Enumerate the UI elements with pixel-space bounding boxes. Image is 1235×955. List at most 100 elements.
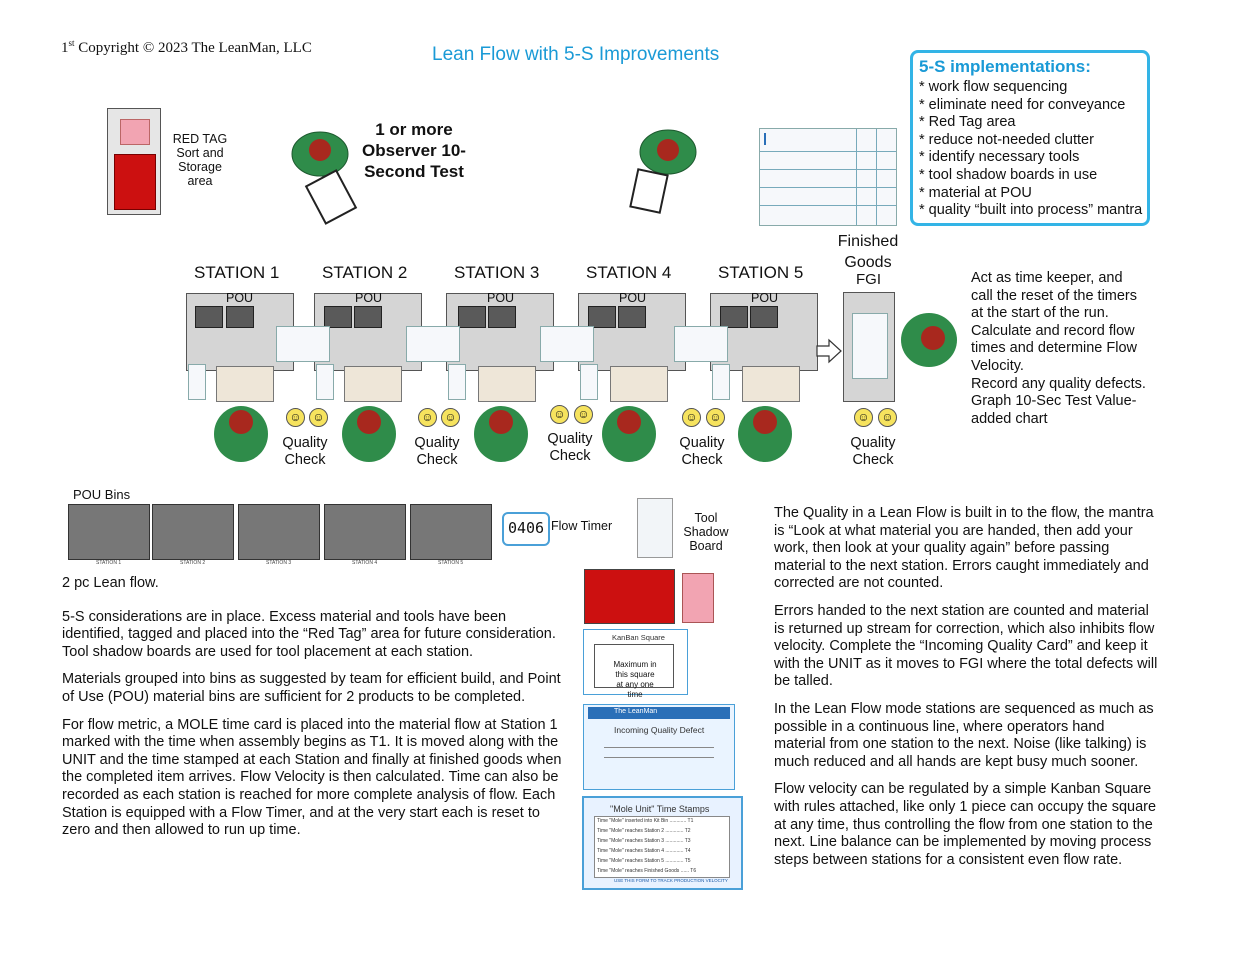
- operator-icon: [214, 406, 268, 462]
- mole-row: Time "Mole" reaches Station 2 ..........…: [597, 828, 691, 834]
- station-4-label: STATION 4: [586, 263, 672, 282]
- bin-caption: STATION 2: [180, 560, 206, 566]
- left-description: 2 pc Lean flow. 5-S considerations are i…: [62, 575, 562, 850]
- copyright-notice: 1st Copyright © 2023 The LeanMan, LLC: [61, 38, 312, 57]
- mole-card-icon: [540, 326, 594, 362]
- kanban-title: KanBan Square: [612, 633, 665, 642]
- work-tray-icon: [216, 366, 274, 402]
- left-paragraph: 2 pc Lean flow.: [62, 575, 159, 591]
- bin-caption: STATION 5: [438, 560, 464, 566]
- work-tray-icon: [742, 366, 800, 402]
- operator-icon: [474, 406, 528, 462]
- pou-bin-icon: [618, 306, 646, 328]
- smiley-face-icon: ☺: [878, 408, 897, 427]
- station-5-pou: POU: [751, 291, 779, 305]
- pou-bin-icon: [226, 306, 254, 328]
- bin-caption: STATION 3: [266, 560, 292, 566]
- pou-bin-icon: [750, 306, 778, 328]
- smiley-face-icon: ☺: [286, 408, 305, 427]
- bin-caption: STATION 1: [96, 560, 122, 566]
- quality-check-label: Quality Check: [414, 435, 460, 468]
- pou-bin-icon: [195, 306, 223, 328]
- work-tray-icon: [344, 366, 402, 402]
- red-tag-square: [584, 569, 675, 624]
- shadow-board-icon: [448, 364, 466, 400]
- pou-bin-photo: [324, 504, 406, 560]
- station-2-label: STATION 2: [322, 263, 408, 282]
- fives-item: * identify necessary tools: [919, 149, 1080, 166]
- mole-card-footer: USE THIS FORM TO TRACK PRODUCTION VELOCI…: [614, 878, 728, 883]
- tool-shadow-board-icon: [637, 498, 673, 558]
- kanban-square-card: KanBan Square Maximum in this square at …: [583, 629, 688, 699]
- red-tag-card-icon: [682, 573, 714, 623]
- flow-arrow-icon: [816, 338, 842, 364]
- fives-item: * work flow sequencing: [919, 79, 1068, 95]
- timekeeper-instructions: Act as time keeper, and call the reset o…: [971, 270, 1146, 428]
- pou-bin-icon: [324, 306, 352, 328]
- mole-row: Time "Mole" reaches Station 3 ..........…: [597, 838, 691, 844]
- mole-card-icon: [276, 326, 330, 362]
- smiley-face-icon: ☺: [550, 405, 569, 424]
- mole-row: Time "Mole" reaches Station 5 ..........…: [597, 858, 691, 864]
- work-tray-icon: [478, 366, 536, 402]
- station-3-pou: POU: [487, 291, 515, 305]
- shadow-board-icon: [316, 364, 334, 400]
- pou-bin-icon: [458, 306, 486, 328]
- station-1-pou: POU: [226, 291, 254, 305]
- right-paragraph: The Quality in a Lean Flow is built in t…: [774, 505, 1154, 592]
- operator-icon: [602, 406, 656, 462]
- observer-label: 1 or more Observer 10-Second Test: [362, 120, 466, 181]
- flow-timer-label: Flow Timer: [551, 519, 613, 533]
- fives-item: * eliminate need for conveyance: [919, 96, 1126, 113]
- smiley-face-icon: ☺: [441, 408, 460, 427]
- finished-goods-bench: [843, 292, 895, 402]
- finished-goods-label: Finished Goods: [837, 233, 899, 271]
- fives-implementations-box: 5-S implementations: * work flow sequenc…: [910, 50, 1150, 226]
- value-added-chart-sheet: [759, 128, 897, 226]
- station-1-label: STATION 1: [194, 263, 280, 282]
- red-tag-label: RED TAG Sort and Storage area: [172, 132, 228, 188]
- fives-item: * tool shadow boards in use: [919, 166, 1098, 183]
- mole-row: Time "Mole" inserted into Kit Bin ......…: [597, 818, 694, 824]
- smiley-face-icon: ☺: [854, 408, 873, 427]
- bin-caption: STATION 4: [352, 560, 378, 566]
- pou-bin-icon: [354, 306, 382, 328]
- timekeeper-line: Calculate and record flow times and dete…: [971, 322, 1138, 374]
- right-description: The Quality in a Lean Flow is built in t…: [774, 505, 1158, 879]
- timekeeper-line: Record any quality defects.: [971, 375, 1146, 392]
- smiley-face-icon: ☺: [574, 405, 593, 424]
- shadow-board-icon: [712, 364, 730, 400]
- fgi-card-icon: [852, 313, 888, 379]
- operator-icon: [342, 406, 396, 462]
- copyright-prefix: 1: [61, 40, 69, 56]
- quality-card-brand: The LeanMan: [614, 708, 658, 715]
- mole-unit-time-stamps-card: "Mole Unit" Time Stamps Time "Mole" inse…: [582, 796, 743, 890]
- pou-bin-photo: [152, 504, 234, 560]
- pou-bin-photo: [68, 504, 150, 560]
- page-title: Lean Flow with 5-S Improvements: [432, 44, 720, 65]
- red-tag-area-illustration: [107, 108, 161, 215]
- fg-quality-check-label: Quality Check: [850, 435, 896, 468]
- red-tag-icon: [120, 119, 150, 145]
- station-3-label: STATION 3: [454, 263, 540, 282]
- pou-bin-photo: [410, 504, 492, 560]
- mole-card-icon: [406, 326, 460, 362]
- incoming-quality-card: The LeanMan Incoming Quality Defect: [583, 704, 735, 790]
- leanman-logo-icon: [764, 133, 776, 145]
- work-tray-icon: [610, 366, 668, 402]
- station-2-pou: POU: [355, 291, 383, 305]
- right-paragraph: Errors handed to the next station are co…: [774, 602, 1158, 690]
- pou-bin-icon: [488, 306, 516, 328]
- left-paragraph: 5-S considerations are in place. Excess …: [62, 608, 556, 660]
- quality-card-title: Incoming Quality Defect: [614, 725, 705, 735]
- fives-item: * Red Tag area: [919, 114, 1016, 131]
- station-4-pou: POU: [619, 291, 647, 305]
- fives-item: * reduce not-needed clutter: [919, 131, 1094, 148]
- fgi-label: FGI: [856, 271, 881, 288]
- mole-row: Time "Mole" reaches Finished Goods .....…: [597, 868, 697, 874]
- tool-shadow-board-label: Tool Shadow Board: [683, 511, 729, 553]
- pou-bin-photo: [238, 504, 320, 560]
- mole-card-title: "Mole Unit" Time Stamps: [610, 804, 710, 814]
- fives-title: 5-S implementations:: [919, 57, 1091, 76]
- timekeeper-line: Act as time keeper, and call the reset o…: [971, 270, 1138, 322]
